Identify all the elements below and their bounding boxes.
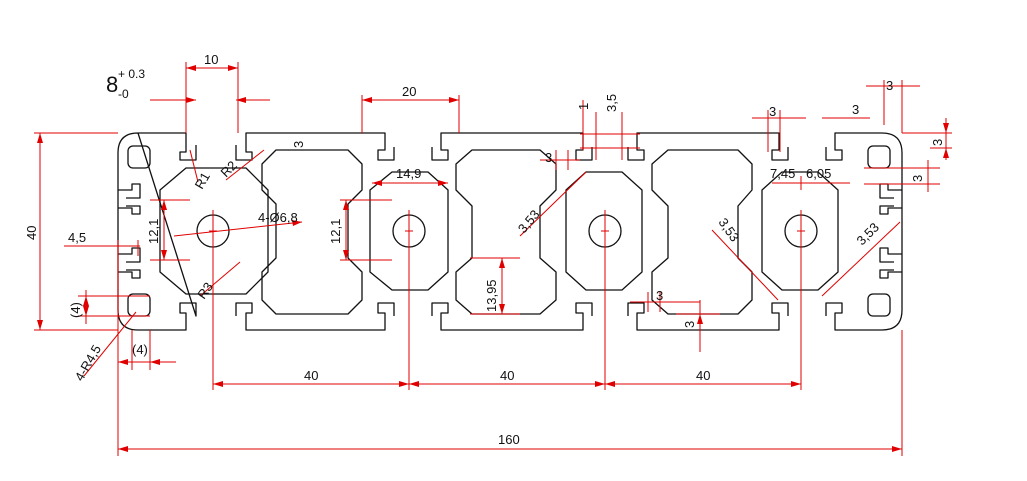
corner-bore-br: [867, 293, 891, 317]
core-4: [761, 171, 839, 291]
dim-core-121-left: 12,1: [146, 219, 161, 244]
cavity-1: [261, 149, 363, 315]
slot-tol-lower: -0: [118, 87, 129, 101]
core-1: [159, 167, 269, 295]
dim-r1: R1: [192, 170, 213, 192]
dimension-labels: 8 + 0.3 -0 10 20 3 1 3,5 3 3 3 3 3 3 3 3…: [24, 52, 945, 447]
dim-lip-depth: 3: [291, 141, 306, 148]
dimension-lines: [34, 62, 952, 456]
arrowheads: [37, 65, 949, 452]
dim-wall-top: 3: [769, 104, 776, 119]
center-marks: [209, 227, 805, 235]
dim-wall-right-b: 3: [886, 78, 893, 93]
dim-cavity-149: 14,9: [396, 166, 421, 181]
dim-slot-3-mid: 3: [545, 150, 552, 165]
corner-bore-tl: [127, 145, 151, 169]
cavity-3: [651, 149, 753, 315]
dim-lip-1: 1: [576, 103, 591, 110]
profile-outline: [117, 132, 903, 331]
core-3: [565, 171, 643, 291]
dim-slot-3-bottom-a: 3: [656, 288, 663, 303]
dim-605: 6,05: [806, 166, 831, 181]
dim-pitch-3: 40: [696, 368, 710, 383]
right-slot-bottom: [879, 247, 902, 279]
dim-rib-353-c: 3,53: [854, 220, 883, 249]
slot-tol-upper: + 0.3: [118, 67, 145, 81]
dim-pitch-2: 40: [500, 368, 514, 383]
dim-wall-right-a: 3: [852, 102, 859, 117]
dim-rib-353-a: 3,53: [515, 207, 543, 236]
cavity-2: [455, 149, 557, 315]
dim-width-total: 160: [498, 432, 520, 447]
dim-corner-r: 4-R4,5: [72, 342, 105, 383]
dim-slot-3-bottom-b: 3: [682, 321, 697, 328]
dim-height-total: 40: [24, 226, 39, 240]
core-2: [369, 171, 449, 291]
corner-bore-bl: [127, 293, 151, 317]
dim-holes: 4-Ø6,8: [258, 210, 298, 225]
left-slot-top: [118, 183, 141, 215]
left-slot-bottom: [118, 247, 141, 279]
dim-cavity-1395: 13,95: [484, 279, 499, 312]
dim-745: 7,45: [770, 166, 795, 181]
dim-edge-45: 4,5: [68, 230, 86, 245]
dim-paren-4-horizontal: (4): [132, 342, 148, 357]
dim-pitch-1: 40: [304, 368, 318, 383]
dim-lip-35: 3,5: [604, 94, 619, 112]
dim-r2: R2: [218, 158, 240, 180]
dim-slot-pitch: 20: [402, 84, 416, 99]
slot-nominal: 8: [106, 72, 118, 97]
dim-paren-4-vertical: (4): [68, 302, 83, 318]
dim-slot-width: 10: [204, 52, 218, 67]
dim-core-121-mid: 12,1: [328, 219, 343, 244]
corner-bore-tr: [867, 145, 891, 169]
dim-wall-right-c: 3: [930, 139, 945, 146]
dim-wall-right-d: 3: [910, 175, 925, 182]
right-slot-top: [879, 183, 902, 215]
